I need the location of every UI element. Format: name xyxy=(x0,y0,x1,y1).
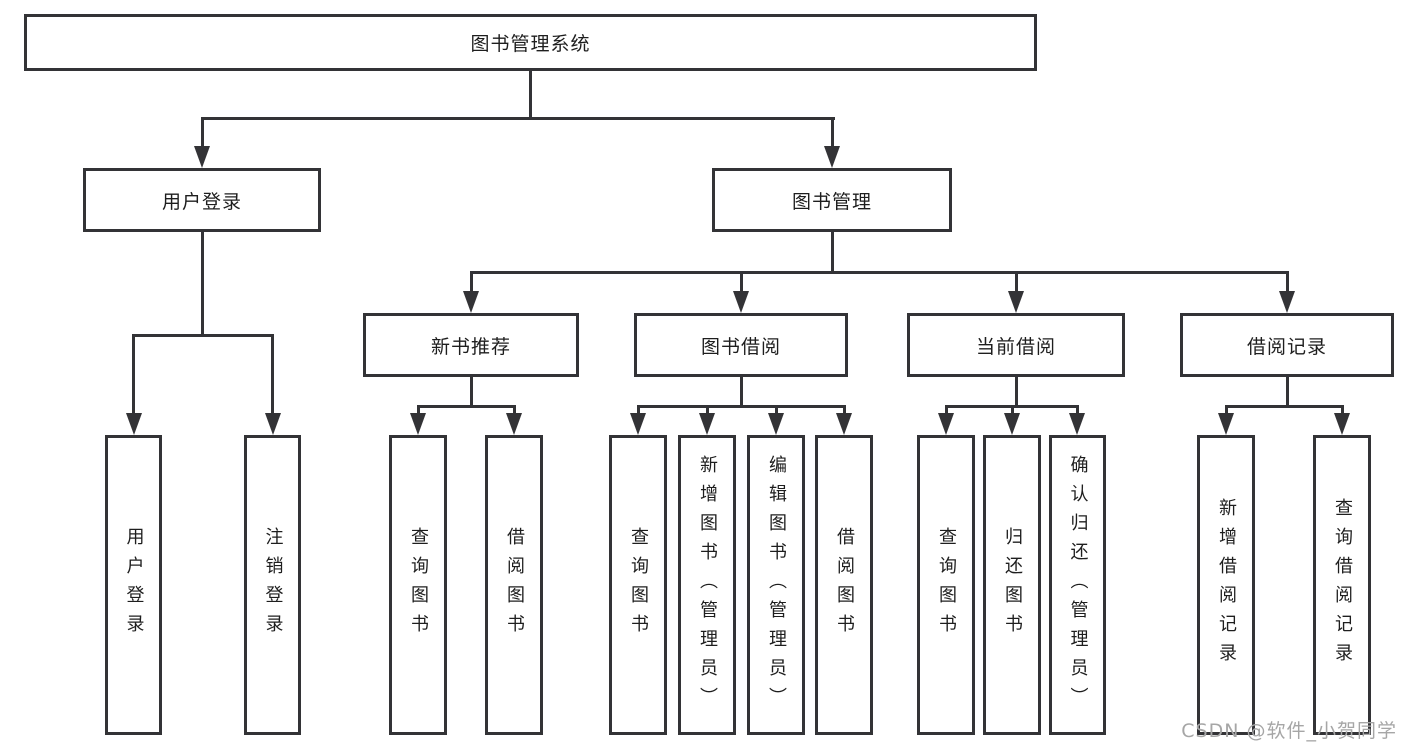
watermark: CSDN @软件_小贺同学 xyxy=(1181,720,1397,742)
node-user-login: 用户登录 xyxy=(83,168,321,232)
node-borrow-records: 借阅记录 xyxy=(1180,313,1394,377)
leaf-query-book-3: 查询图书 xyxy=(917,435,975,735)
connector-arrow-shaft xyxy=(830,118,834,148)
connector-arrow-shaft xyxy=(774,406,778,415)
node-book-mgmt-label: 图书管理 xyxy=(791,190,872,213)
arrowhead-leaf xyxy=(1218,413,1234,435)
node-new-book-rec-label: 新书推荐 xyxy=(430,335,511,358)
connector-stem xyxy=(739,377,743,406)
leaf-query-record: 查询借阅记录 xyxy=(1313,435,1371,735)
arrowhead-book-mgmt xyxy=(824,146,840,168)
connector-arrow-shaft xyxy=(636,406,640,415)
connector-arrow-shaft xyxy=(944,406,948,415)
leaf-query-book-1-label: 查询图书 xyxy=(408,527,429,643)
connector-bar xyxy=(1224,404,1344,408)
leaf-return-book: 归还图书 xyxy=(983,435,1041,735)
leaf-query-record-label: 查询借阅记录 xyxy=(1332,498,1353,672)
connector-bar xyxy=(416,404,516,408)
arrowhead-new-book-rec xyxy=(463,291,479,313)
arrowhead-leaf xyxy=(630,413,646,435)
leaf-query-book-2: 查询图书 xyxy=(609,435,667,735)
connector-arrow-shaft xyxy=(1285,272,1289,293)
leaf-user-login: 用户登录 xyxy=(105,435,162,735)
leaf-add-record-label: 新增借阅记录 xyxy=(1216,498,1237,672)
connector-root-stem xyxy=(528,71,532,118)
node-root-label: 图书管理系统 xyxy=(470,33,591,55)
leaf-add-book-label: 新增图书（管理员） xyxy=(697,454,718,716)
connector-arrow-shaft xyxy=(1224,406,1228,415)
arrowhead-leaf xyxy=(1334,413,1350,435)
node-current-borrow-label: 当前借阅 xyxy=(975,335,1056,358)
connector-arrow-shaft xyxy=(200,118,204,148)
arrowhead-leaf xyxy=(836,413,852,435)
connector-user-login-bar xyxy=(132,333,274,337)
connector-arrow-shaft xyxy=(705,406,709,415)
arrowhead-borrow-records xyxy=(1279,291,1295,313)
leaf-query-book-2-label: 查询图书 xyxy=(628,527,649,643)
connector-arrow-shaft xyxy=(739,272,743,293)
leaf-query-book-3-label: 查询图书 xyxy=(936,527,957,643)
connector-stem xyxy=(469,377,473,406)
arrowhead-leaf xyxy=(938,413,954,435)
leaf-logout-label: 注销登录 xyxy=(262,527,284,643)
connector-arrow-shaft xyxy=(512,406,516,415)
connector-stem xyxy=(1014,377,1018,406)
leaf-logout: 注销登录 xyxy=(244,435,301,735)
leaf-edit-book-label: 编辑图书（管理员） xyxy=(766,454,787,716)
node-new-book-rec: 新书推荐 xyxy=(363,313,579,377)
arrowhead-leaf xyxy=(768,413,784,435)
node-book-borrow: 图书借阅 xyxy=(634,313,848,377)
connector-arrow-shaft xyxy=(132,335,135,415)
node-root: 图书管理系统 xyxy=(24,14,1037,71)
node-user-login-label: 用户登录 xyxy=(161,190,242,213)
connector-arrow-shaft xyxy=(416,406,420,415)
connector-arrow-shaft xyxy=(1014,272,1018,293)
arrowhead-leaf xyxy=(506,413,522,435)
arrowhead-leaf xyxy=(1069,413,1085,435)
leaf-add-book: 新增图书（管理员） xyxy=(678,435,736,735)
node-book-borrow-label: 图书借阅 xyxy=(700,335,781,358)
leaf-confirm-return-label: 确认归还（管理员） xyxy=(1067,454,1089,716)
arrowhead-leaf xyxy=(410,413,426,435)
leaf-borrow-book-2: 借阅图书 xyxy=(815,435,873,735)
connector-stem xyxy=(1285,377,1289,406)
leaf-query-book-1: 查询图书 xyxy=(389,435,447,735)
connector-user-login-stem xyxy=(200,232,204,335)
node-book-mgmt: 图书管理 xyxy=(712,168,952,232)
connector-arrow-shaft xyxy=(1010,406,1014,415)
arrowhead-current-borrow xyxy=(1008,291,1024,313)
leaf-borrow-book-1: 借阅图书 xyxy=(485,435,543,735)
connector-arrow-shaft xyxy=(1340,406,1344,415)
arrowhead-user-login xyxy=(194,146,210,168)
connector-book-mgmt-stem xyxy=(830,232,834,272)
leaf-confirm-return: 确认归还（管理员） xyxy=(1049,435,1106,735)
connector-l1-bar xyxy=(200,116,835,120)
connector-arrow-shaft xyxy=(842,406,846,415)
connector-arrow-shaft xyxy=(469,272,473,293)
leaf-return-book-label: 归还图书 xyxy=(1002,527,1023,643)
connector-arrow-shaft xyxy=(1075,406,1079,415)
leaf-add-record: 新增借阅记录 xyxy=(1197,435,1255,735)
leaf-edit-book: 编辑图书（管理员） xyxy=(747,435,805,735)
arrowhead-leaf xyxy=(1004,413,1020,435)
arrowhead-book-borrow xyxy=(733,291,749,313)
arrowhead-leaf-logout xyxy=(264,413,281,435)
arrowhead-leaf xyxy=(699,413,715,435)
node-current-borrow: 当前借阅 xyxy=(907,313,1125,377)
connector-arrow-shaft xyxy=(271,335,274,415)
leaf-borrow-book-1-label: 借阅图书 xyxy=(504,527,525,643)
node-borrow-records-label: 借阅记录 xyxy=(1246,335,1327,358)
leaf-borrow-book-2-label: 借阅图书 xyxy=(834,527,855,643)
arrowhead-leaf-user-login xyxy=(125,413,142,435)
leaf-user-login-label: 用户登录 xyxy=(123,527,145,643)
connector-bar xyxy=(636,404,846,408)
connector-l2-bar xyxy=(469,270,1289,274)
